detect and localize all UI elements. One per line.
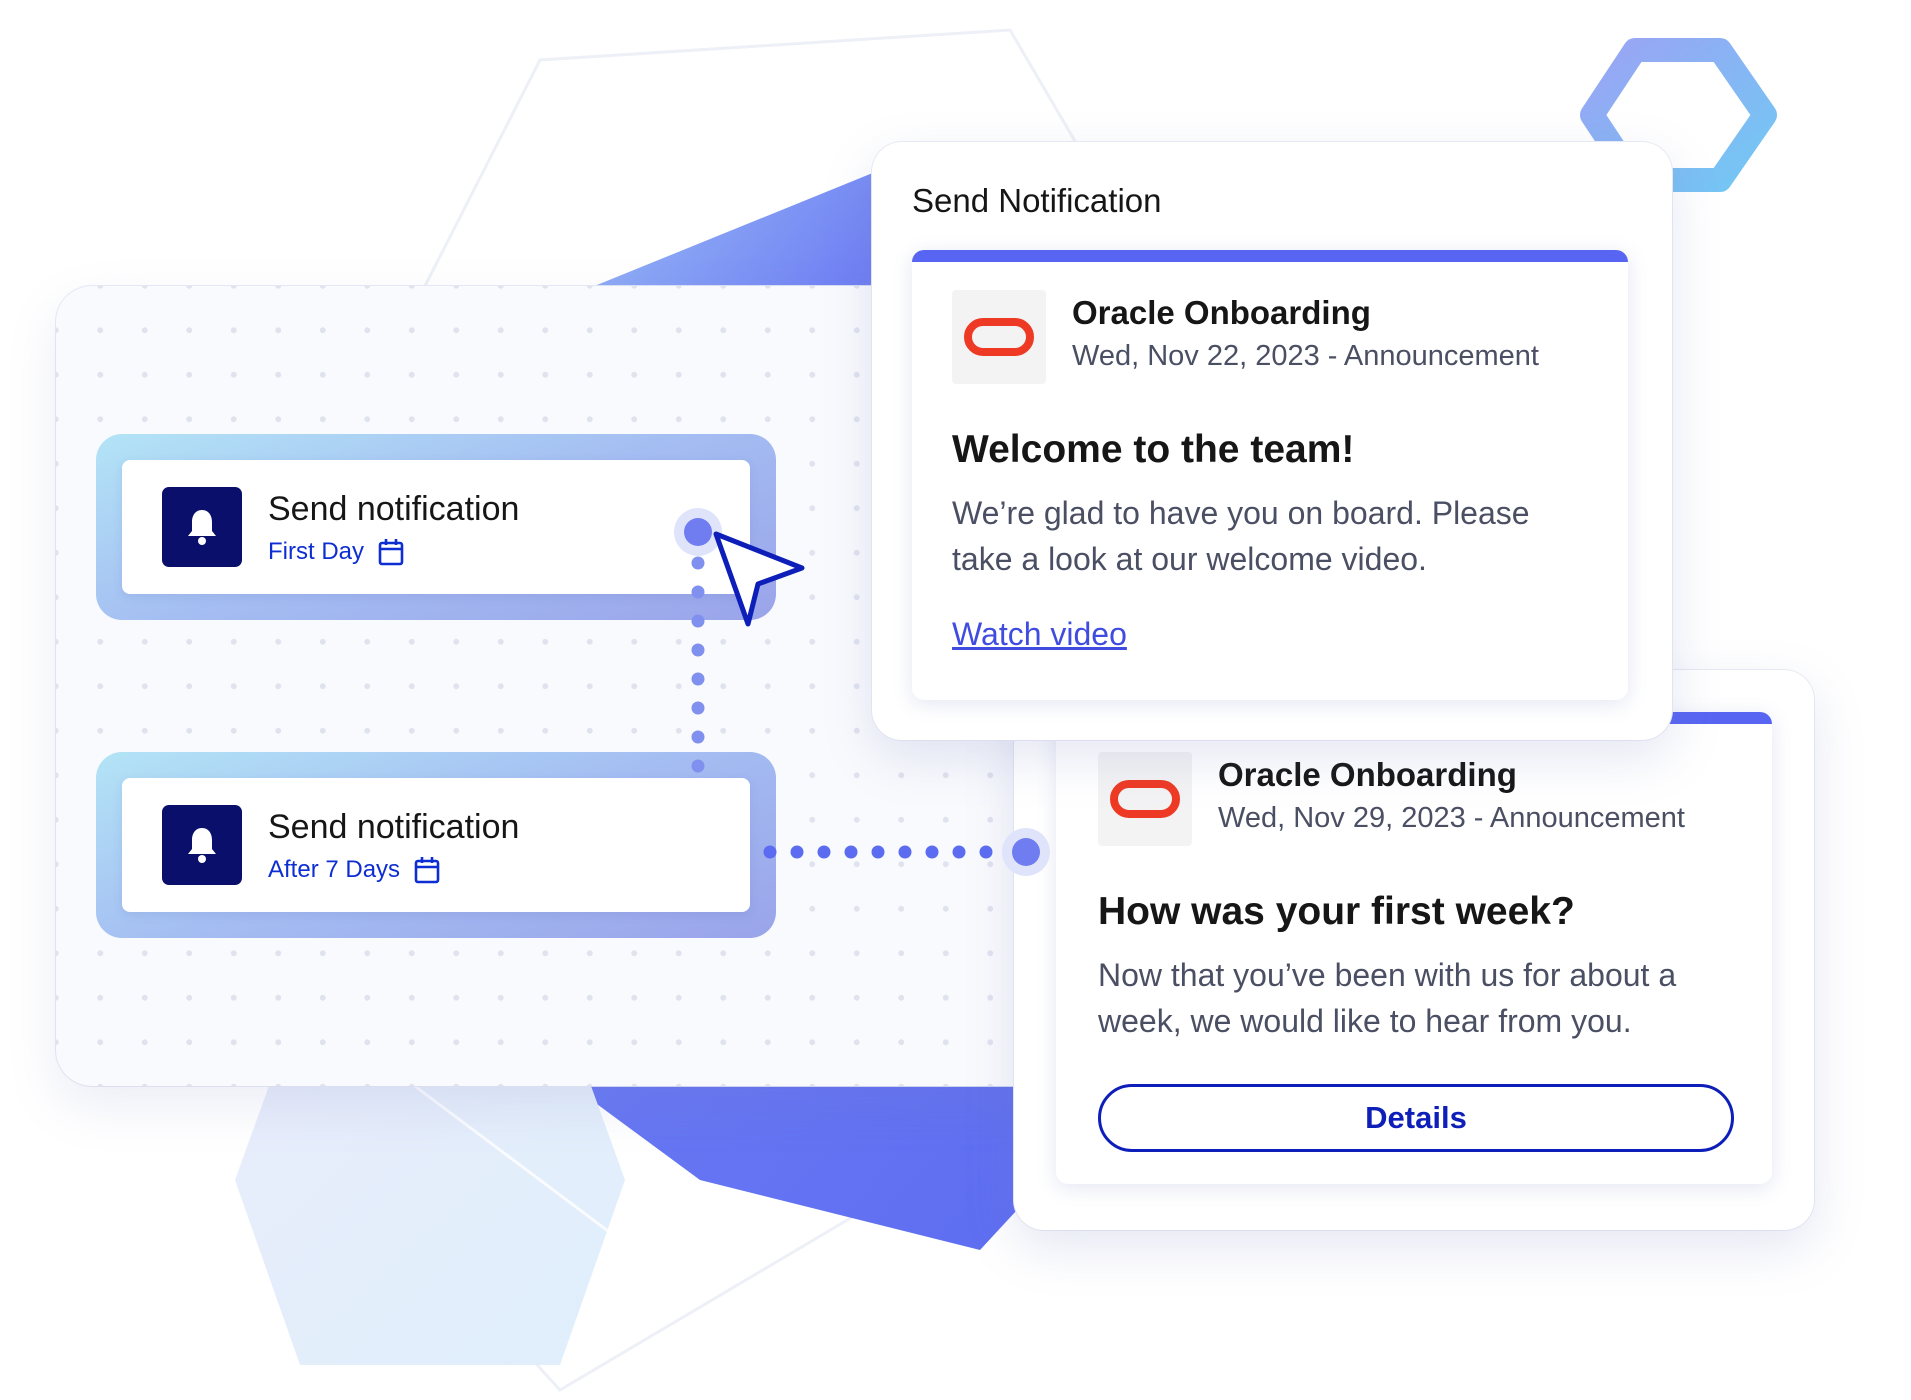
oracle-logo-icon xyxy=(952,290,1046,384)
message-body: Now that you’ve been with us for about a… xyxy=(1098,957,1677,1039)
message-card: Oracle Onboarding Wed, Nov 29, 2023 - An… xyxy=(1056,712,1772,1184)
bell-icon xyxy=(162,805,242,885)
step-schedule: First Day xyxy=(268,538,404,566)
details-button[interactable]: Details xyxy=(1098,1084,1734,1152)
step-title: Send notification xyxy=(268,808,520,846)
hexagon-outline-icon xyxy=(1580,38,1777,192)
pale-hexagon-shape xyxy=(235,1000,625,1365)
preview-title: Send Notification xyxy=(912,182,1162,219)
message-card: Oracle Onboarding Wed, Nov 22, 2023 - An… xyxy=(912,250,1628,700)
workflow-step-after-7-days[interactable]: Send notification After 7 Days xyxy=(96,752,776,938)
watch-video-link[interactable]: Watch video xyxy=(952,616,1127,652)
schedule-label: First Day xyxy=(268,538,364,565)
message-meta: Wed, Nov 22, 2023 - Announcement xyxy=(1072,340,1539,372)
schedule-label: After 7 Days xyxy=(268,856,401,883)
message-heading: How was your first week? xyxy=(1098,890,1575,933)
step-card[interactable]: Send notification After 7 Days xyxy=(122,778,750,912)
calendar-icon xyxy=(378,539,404,566)
accent-bar xyxy=(912,250,1628,262)
step-schedule: After 7 Days xyxy=(268,856,440,884)
calendar-icon xyxy=(414,857,440,884)
bell-icon xyxy=(162,487,242,567)
sender-name: Oracle Onboarding xyxy=(1072,294,1371,331)
message-meta: Wed, Nov 29, 2023 - Announcement xyxy=(1218,802,1685,834)
step-title: Send notification xyxy=(268,490,520,528)
sender-name: Oracle Onboarding xyxy=(1218,756,1517,793)
workflow-step-first-day[interactable]: Send notification First Day xyxy=(96,434,776,620)
step-card[interactable]: Send notification First Day xyxy=(122,460,750,594)
oracle-logo-icon xyxy=(1098,752,1192,846)
notification-preview-second: Oracle Onboarding Wed, Nov 29, 2023 - An… xyxy=(1014,670,1814,1230)
message-heading: Welcome to the team! xyxy=(952,428,1355,471)
notification-preview: Send Notification Oracle Onboarding Wed,… xyxy=(872,142,1672,740)
message-body: We’re glad to have you on board. Please … xyxy=(952,495,1530,577)
